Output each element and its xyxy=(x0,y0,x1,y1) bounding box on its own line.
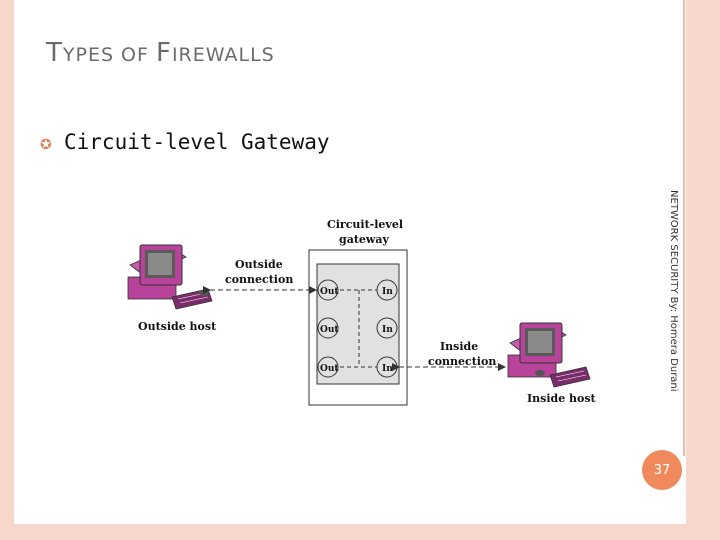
diagram-svg: Outside host Outside connection Circuit-… xyxy=(127,218,597,406)
in-port: In xyxy=(376,279,398,301)
page-number: 37 xyxy=(642,450,682,490)
svg-text:In: In xyxy=(382,325,393,335)
outside-host-label: Outside host xyxy=(138,320,217,333)
outside-host-computer-icon xyxy=(127,244,213,310)
svg-text:In: In xyxy=(382,287,393,297)
side-footer-text: NETWORK SECURITY By: Homera Durani xyxy=(668,190,679,392)
svg-text:Out: Out xyxy=(320,325,339,335)
inside-host-label: Inside host xyxy=(527,392,597,405)
slide-title: TYPES OF FIREWALLS xyxy=(46,38,275,68)
outside-connection-label-1: Outside xyxy=(235,258,283,271)
inside-connection-label-1: Inside xyxy=(440,340,478,353)
inside-connection-label-2: connection xyxy=(428,355,496,368)
gateway-label-2: gateway xyxy=(339,233,389,246)
out-port: Out xyxy=(317,317,339,339)
bullet-icon: ✪ xyxy=(40,137,52,153)
out-port: Out xyxy=(317,279,339,301)
svg-text:Out: Out xyxy=(320,287,339,297)
bullet-text: Circuit-level Gateway xyxy=(64,130,330,154)
slide-frame-left xyxy=(0,0,14,540)
svg-text:In: In xyxy=(382,364,393,374)
outside-connection-label-2: connection xyxy=(225,273,293,286)
gateway-label-1: Circuit-level xyxy=(327,218,403,231)
slide-frame-right xyxy=(686,0,720,540)
slide-vertical-rule xyxy=(683,0,685,456)
out-port: Out xyxy=(317,356,339,378)
circuit-level-gateway-diagram: Outside host Outside connection Circuit-… xyxy=(110,205,610,419)
slide-frame-bottom xyxy=(0,524,720,540)
in-port: In xyxy=(376,356,398,378)
inside-host-computer-icon xyxy=(507,322,591,388)
svg-text:Out: Out xyxy=(320,364,339,374)
in-port: In xyxy=(376,317,398,339)
